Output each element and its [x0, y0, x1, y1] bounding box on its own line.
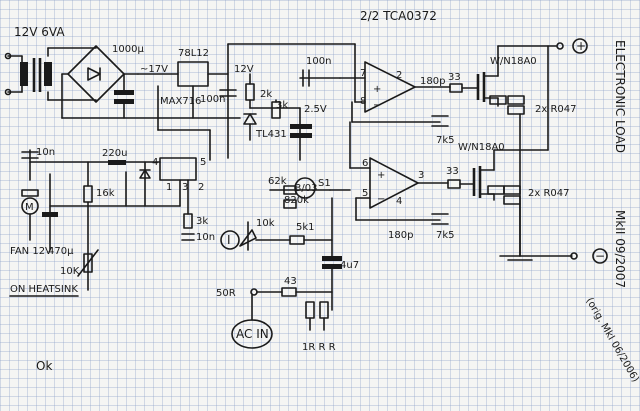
page-title: 2/2 TCA0372 [360, 9, 437, 23]
svg-text:−: − [377, 194, 385, 205]
side-note: (orig. MkI 06/2006) [583, 296, 640, 384]
r7k5-label-a: 7k5 [436, 135, 455, 146]
c4u7-label: 4u7 [340, 260, 359, 271]
plus-terminal [556, 42, 564, 50]
svg-text:−: − [373, 100, 381, 111]
regulator-label: 78L12 [178, 48, 209, 59]
c470u-label: 470µ [48, 246, 74, 257]
r2k-label: 2k [260, 89, 272, 100]
bridge-rectifier [47, 45, 139, 119]
v12-label: 12V [234, 64, 254, 75]
rectified-voltage-label: ~17V [140, 64, 168, 75]
ac-in-label: AC IN [236, 327, 269, 341]
opamp-a-pin7: 7 [360, 68, 366, 79]
c100n-label-a: 100n [200, 94, 225, 105]
r62k-label: 62k [268, 176, 287, 187]
r16k-label: 16k [96, 188, 115, 199]
heatsink-label: ON HEATSINK [10, 284, 78, 295]
current-knob [220, 230, 240, 250]
v25-label: 2.5V [304, 104, 327, 115]
transformer [4, 47, 52, 101]
r43-label: 43 [284, 276, 297, 287]
c180p-label-a: 180p [420, 76, 445, 87]
s1-label: S1 [318, 178, 331, 189]
regulator-78l12 [177, 61, 209, 87]
tl431-label: TL431 [255, 129, 287, 140]
opamp-a-pin2: 2 [396, 70, 402, 81]
opamp-b-pin5: 5 [362, 188, 368, 199]
max-pin3: 3 [182, 182, 188, 193]
ntc-label: 10K [60, 266, 80, 277]
max-pin5: 5 [200, 157, 206, 168]
signature: Ok [36, 359, 52, 373]
r33-label-a: 33 [448, 72, 461, 83]
ac-in-r-label: 50R [216, 288, 236, 299]
minus-terminal [570, 252, 578, 260]
r5k1-label: 5k1 [296, 222, 315, 233]
opamp-b-pin3: 3 [418, 170, 424, 181]
max-pin1: 1 [166, 182, 172, 193]
r7k5-label-b: 7k5 [436, 230, 455, 241]
svg-text:+: + [373, 84, 381, 95]
current-knob-label: I [227, 233, 231, 247]
mosfet-b-label: W/N18A0 [458, 142, 505, 153]
minus-sign: − [595, 249, 605, 263]
c10n-label-a: 10n [36, 147, 55, 158]
svg-text:+: + [377, 170, 385, 181]
mosfet-a-label: W/N18A0 [490, 56, 537, 67]
side-title: ELECTRONIC LOAD [613, 40, 627, 153]
mosfet-a [476, 59, 525, 115]
mosfet-b [472, 149, 521, 205]
c180p-label-b: 180p [388, 230, 413, 241]
max-chip [159, 157, 197, 181]
r820k-label: 820k [284, 195, 309, 206]
opamp-b [369, 157, 419, 209]
c220u-label: 220u [102, 148, 127, 159]
r3k-label: 3k [276, 100, 288, 111]
fan-label: FAN 12V [10, 246, 52, 257]
opamp-a [364, 61, 416, 113]
r-pair-label: 1R R R [302, 342, 336, 353]
shunt-a-label: 2x R047 [535, 104, 577, 115]
c10n-label-b: 10n [196, 232, 215, 243]
opamp-b-pin4: 4 [396, 196, 402, 207]
max-chip-label: MAX716 [160, 96, 201, 107]
shunt-b-label: 2x R047 [528, 188, 570, 199]
reference-circuit [243, 73, 312, 161]
pot-label: 3/03 [295, 183, 317, 194]
r10k-pot-label: 10k [256, 218, 275, 229]
supply-label: 12V 6VA [14, 25, 65, 39]
r33-label-b: 33 [446, 166, 459, 177]
motor-label: M [25, 202, 34, 213]
bulk-capacitor [114, 73, 134, 119]
max-pin2: 2 [198, 182, 204, 193]
side-subtitle: MkII 09/2007 [613, 210, 627, 288]
bulk-cap-label: 1000µ [112, 44, 144, 55]
plus-sign: + [576, 39, 586, 53]
c100n-label-b: 100n [306, 56, 331, 67]
r3k-b-label: 3k [196, 216, 208, 227]
opamp-b-pin6: 6 [362, 158, 368, 169]
